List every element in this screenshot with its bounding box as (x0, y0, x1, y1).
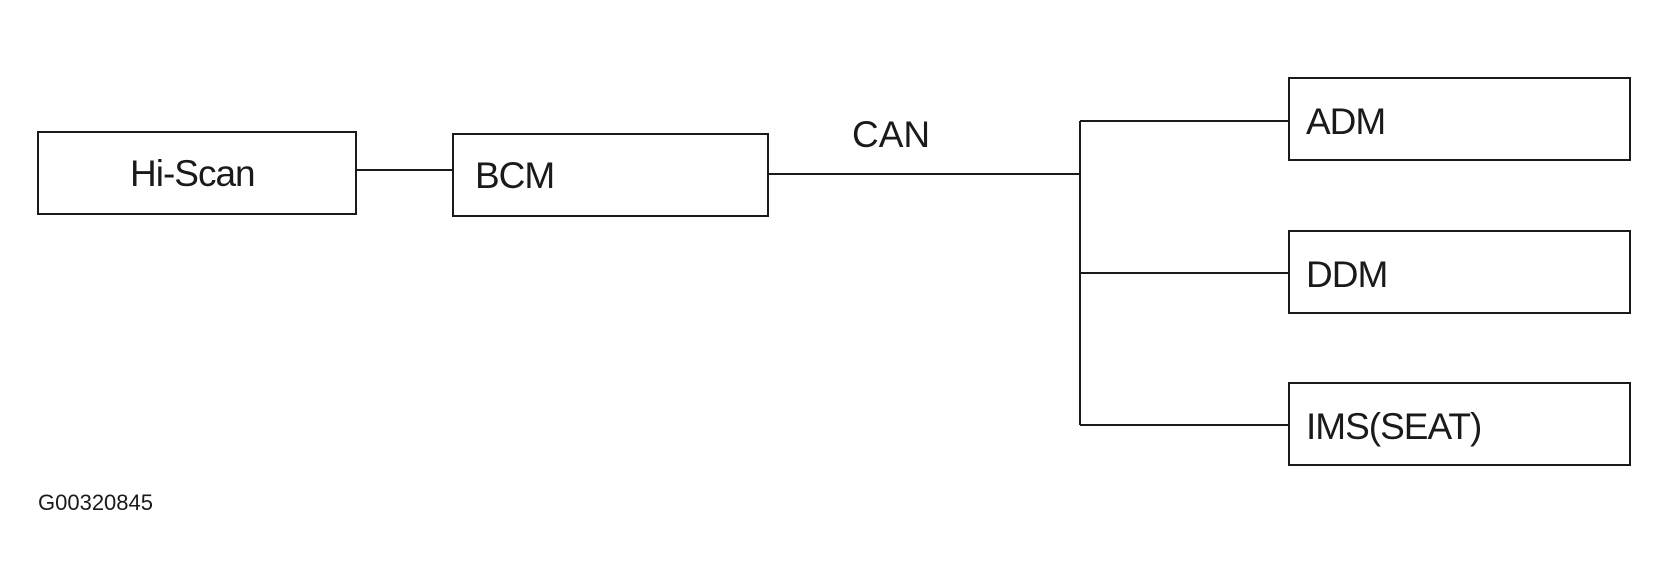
bcm-node: BCM (452, 133, 769, 217)
hi-scan-box (37, 131, 357, 215)
bcm-label: BCM (475, 155, 554, 196)
bcm-box (452, 133, 769, 217)
adm-label: ADM (1306, 101, 1385, 142)
ddm-label: DDM (1306, 254, 1387, 295)
ims-seat-box (1288, 382, 1631, 466)
ims-seat-label: IMS(SEAT) (1306, 406, 1481, 447)
adm-node: ADM (1288, 77, 1631, 161)
can-bus-label: CAN (852, 114, 930, 155)
ddm-box (1288, 230, 1631, 314)
hi-scan-node: Hi-Scan (37, 131, 357, 215)
hi-scan-label: Hi-Scan (130, 153, 255, 194)
figure-id: G00320845 (38, 490, 153, 515)
adm-box (1288, 77, 1631, 161)
ims-seat-node: IMS(SEAT) (1288, 382, 1631, 466)
ddm-node: DDM (1288, 230, 1631, 314)
